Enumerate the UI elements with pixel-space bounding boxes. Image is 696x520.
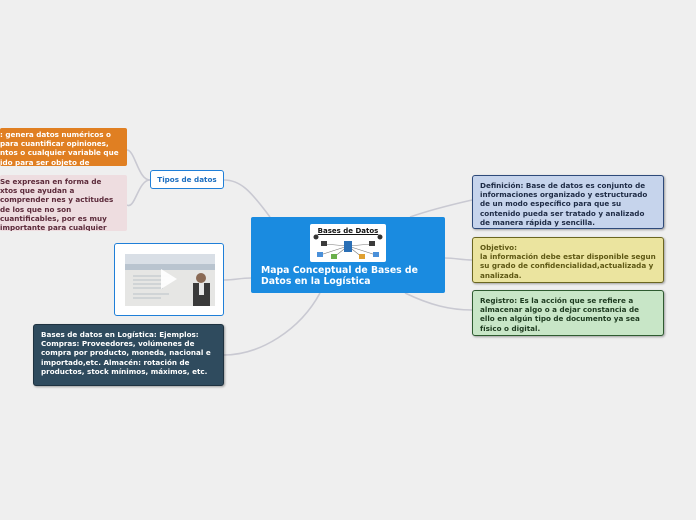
database-image-title: Bases de Datos [317, 227, 379, 235]
qualitative-data-node[interactable]: Se expresan en forma de xtos que ayudan … [0, 175, 127, 231]
quantitative-data-node[interactable]: : genera datos numéricos o para cuantifi… [0, 128, 127, 166]
logistics-examples-node[interactable]: Bases de datos en Logística: Ejemplos: C… [33, 324, 224, 386]
registro-text: Registro: Es la acción que se refiere a … [480, 296, 640, 333]
central-title: Mapa Conceptual de Bases de Datos en la … [261, 265, 418, 288]
quantitative-text: : genera datos numéricos o para cuantifi… [0, 130, 119, 166]
qualitative-text: Se expresan en forma de xtos que ayudan … [0, 177, 114, 231]
video-scene [125, 254, 215, 306]
tipos-de-datos-node[interactable]: Tipos de datos [150, 170, 224, 189]
video-node[interactable] [114, 243, 224, 316]
objective-node[interactable]: Objetivo: la información debe estar disp… [472, 237, 664, 283]
definition-text: Definición: Base de datos es conjunto de… [480, 181, 648, 227]
registro-node[interactable]: Registro: Es la acción que se refiere a … [472, 290, 664, 336]
database-network-icon [313, 234, 383, 259]
objective-label: Objetivo: [480, 243, 517, 252]
logistics-examples-text: Bases de datos en Logística: Ejemplos: C… [41, 330, 211, 376]
video-thumbnail[interactable] [125, 254, 215, 306]
database-diagram-image: Bases de Datos [310, 224, 386, 262]
play-icon[interactable] [161, 269, 177, 289]
tipos-label: Tipos de datos [157, 175, 217, 184]
objective-text: la información debe estar disponible seg… [480, 252, 656, 280]
definition-node[interactable]: Definición: Base de datos es conjunto de… [472, 175, 664, 229]
central-topic[interactable]: Bases de Datos Mapa Conceptual de Bases … [251, 217, 445, 293]
